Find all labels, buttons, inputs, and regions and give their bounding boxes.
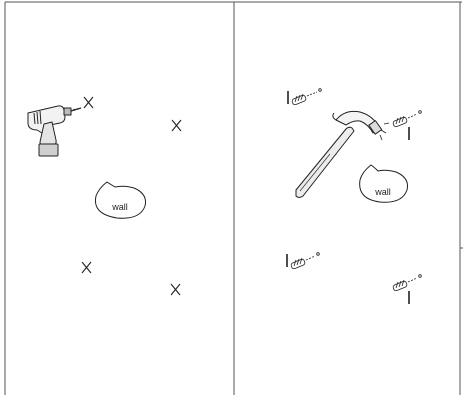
- drill-mark: [170, 283, 181, 296]
- wall-anchor: [286, 252, 320, 270]
- anchor-plug-icon: [291, 88, 322, 106]
- wall-anchor: [287, 88, 322, 106]
- wall-anchor: [392, 274, 422, 304]
- drill-mark: [171, 119, 182, 132]
- anchor-plug-icon: [392, 274, 422, 292]
- drill-panel: wall: [27, 96, 182, 296]
- anchor-plug-icon: [392, 110, 422, 128]
- anchor-panel: wall: [286, 88, 422, 304]
- drill-mark: [81, 261, 92, 274]
- anchor-plug-icon: [290, 252, 320, 270]
- wall-speech-bubble: wall: [359, 164, 408, 203]
- drill-mark: [83, 96, 94, 109]
- wall-label: wall: [374, 187, 391, 197]
- wall-speech-bubble: wall: [94, 181, 146, 219]
- hammer-icon: [295, 110, 383, 198]
- wall-label: wall: [111, 202, 128, 212]
- panel-frames: [4, 1, 463, 395]
- wall-anchor: [392, 110, 422, 140]
- impact-lines: [379, 122, 390, 141]
- drill-icon: [27, 105, 82, 157]
